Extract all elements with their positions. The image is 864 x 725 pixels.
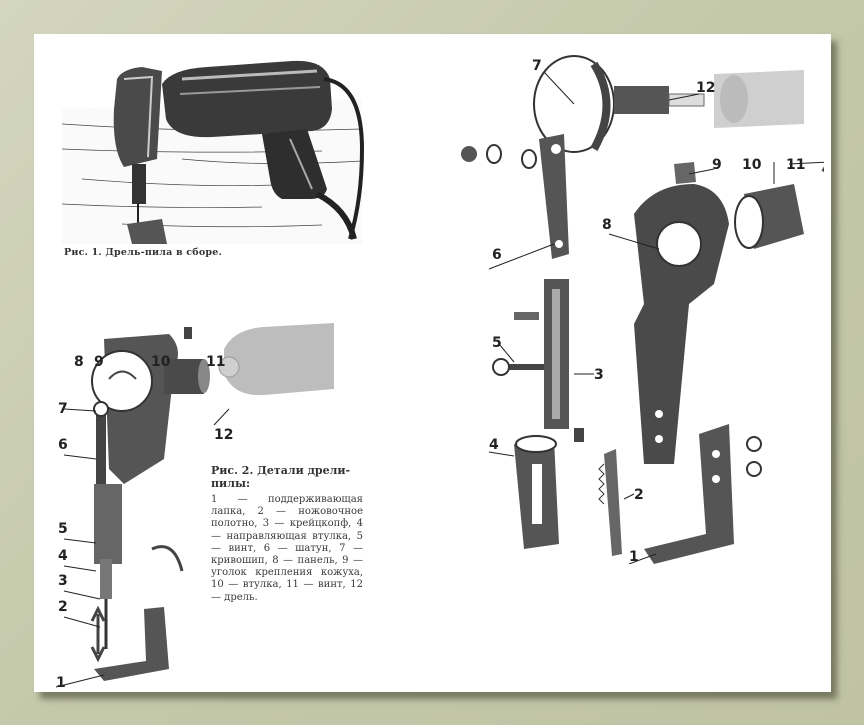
exploded-label-3: 3 [594,367,604,383]
label-5: 5 [58,521,68,537]
exploded-label-2: 2 [634,487,644,503]
figure-2-left-labels: 1 2 3 4 5 6 7 8 9 10 11 12 [56,354,233,689]
label-8: 8 [74,354,84,370]
exploded-label-1: 1 [629,549,639,564]
exploded-label-7: 7 [532,58,542,74]
exploded-label-8: 8 [602,217,612,233]
exploded-label-12: 12 [696,80,715,96]
label-11: 11 [206,354,225,370]
exploded-label-10: 10 [742,157,762,173]
label-1: 1 [56,675,66,689]
exploded-label-5: 5 [492,335,502,351]
label-10: 10 [151,354,171,370]
label-12: 12 [214,427,233,443]
label-7: 7 [58,401,68,417]
label-3: 3 [58,573,68,589]
figure-2-caption-title: Рис. 2. Детали дрели-пилы: [211,464,351,490]
exploded-label-6: 6 [492,247,502,263]
exploded-label-11: 11 [786,157,805,173]
exploded-label-9: 9 [712,157,722,173]
scanned-page: Рис. 1. Дрель-пила в сборе. [34,34,831,692]
figure-1-caption: Рис. 1. Дрель-пила в сборе. [64,247,222,258]
exploded-label-4: 4 [489,437,499,453]
label-9: 9 [94,354,104,370]
figure-2-assembled-illustration [55,323,334,688]
figure-1-drill-saw-illustration [62,60,365,244]
figure-2-caption-body: 1 — поддерживающая лапка, 2 — ножовочное… [211,494,363,603]
figure-2-exploded-illustration: 7 12 9 10 11 8 6 5 3 4 2 1 [461,55,824,564]
label-2: 2 [58,599,68,615]
label-6: 6 [58,437,68,453]
label-4: 4 [58,548,68,564]
